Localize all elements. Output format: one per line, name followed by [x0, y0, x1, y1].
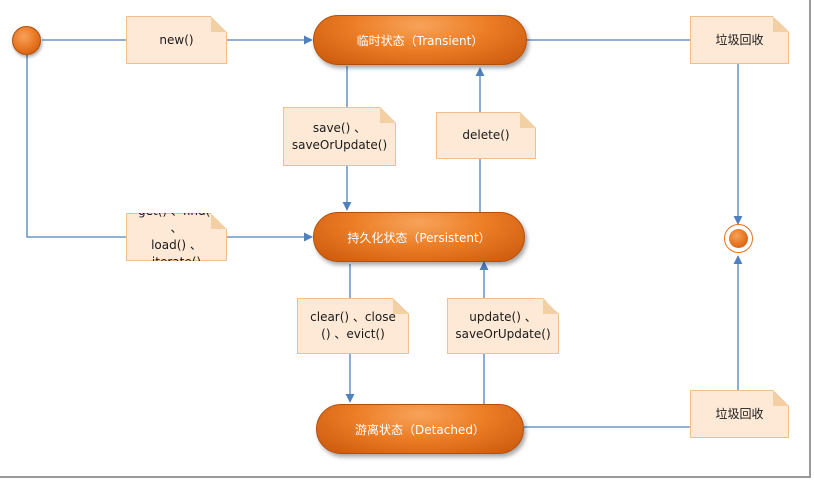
final-node: [724, 224, 753, 253]
note-gc-bottom: 垃圾回收: [690, 390, 789, 438]
note-clear-fold: [393, 298, 409, 314]
state-persistent-label: 持久化状态（Persistent）: [347, 230, 491, 245]
state-persistent: 持久化状态（Persistent）: [313, 212, 525, 262]
note-gc-top-fold: [773, 16, 789, 32]
note-get-fold: [211, 213, 227, 229]
note-update-fold: [543, 298, 559, 314]
note-gc-top: 垃圾回收: [690, 16, 789, 64]
note-update: update() 、 saveOrUpdate(): [447, 298, 559, 354]
note-delete-fold: [520, 112, 536, 128]
note-clear: clear() 、close () 、evict(): [297, 298, 409, 354]
state-transient-label: 临时状态（Transient）: [356, 33, 484, 48]
state-detached-label: 游离状态（Detached）: [355, 422, 485, 437]
note-gc-top-label: 垃圾回收: [715, 32, 764, 47]
note-new-fold: [211, 16, 227, 32]
note-update-line1: update() 、: [469, 310, 537, 324]
note-new: new(): [126, 16, 227, 64]
note-save-line1: save() 、: [312, 120, 367, 135]
note-delete: delete(): [436, 112, 536, 159]
note-gc-bottom-label: 垃圾回收: [715, 406, 764, 421]
note-clear-line2: () 、evict(): [321, 327, 385, 341]
note-save-line2: saveOrUpdate(): [291, 137, 388, 152]
note-new-label: new(): [159, 32, 194, 47]
note-save: save() 、 saveOrUpdate(): [283, 107, 396, 166]
final-node-dot: [729, 229, 748, 248]
note-delete-label: delete(): [462, 128, 510, 142]
note-save-fold: [380, 107, 396, 123]
note-gc-bottom-fold: [773, 390, 789, 406]
state-transient: 临时状态（Transient）: [313, 15, 527, 65]
note-clear-line1: clear() 、close: [310, 310, 396, 324]
state-detached: 游离状态（Detached）: [316, 404, 524, 454]
initial-node: [12, 26, 41, 55]
note-update-line2: saveOrUpdate(): [455, 327, 551, 341]
